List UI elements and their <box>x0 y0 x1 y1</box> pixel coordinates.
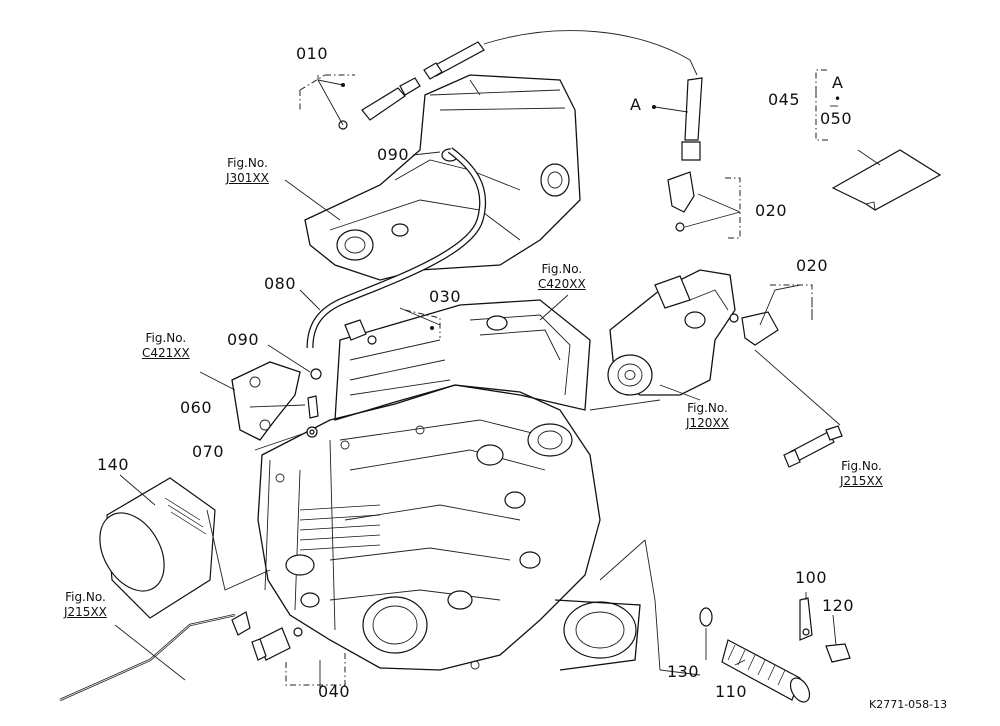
part-label-140: 140 <box>97 455 130 474</box>
mid-case-icon <box>334 299 591 421</box>
part-label-100: 100 <box>795 568 828 587</box>
fig-ref-label: Fig.No. <box>227 156 268 170</box>
part-label-090-top: 090 <box>377 145 410 164</box>
part-label-020-right: 020 <box>796 256 829 275</box>
fig-ref-label: Fig.No. <box>687 401 728 415</box>
part-label-110: 110 <box>715 682 748 701</box>
fig-ref-label: Fig.No. <box>145 331 187 345</box>
fig-ref-label: Fig.No. <box>541 262 583 276</box>
plate-100-icon <box>799 597 813 641</box>
plug-060-icon <box>307 395 319 419</box>
left-pipe-icon <box>59 611 251 702</box>
side-elbow-icon <box>729 311 779 346</box>
fig-ref-code: J301XX <box>226 171 269 185</box>
bolt-120-icon <box>825 643 851 663</box>
drawing-number: K2771-058-13 <box>869 698 948 711</box>
pipe-010-icon <box>338 30 703 161</box>
part-label-040: 040 <box>318 682 351 701</box>
transmission-case-icon <box>257 384 641 671</box>
part-label-050: 050 <box>820 109 853 128</box>
fig-ref-c421[interactable]: Fig.No. C421XX <box>142 331 190 361</box>
bracket-icon <box>231 361 301 441</box>
fig-ref-c420[interactable]: Fig.No. C420XX <box>538 262 586 292</box>
part-label-120: 120 <box>822 596 855 615</box>
hydraulic-pump-icon <box>607 269 736 396</box>
fig-ref-code: J215XX <box>840 474 883 488</box>
elbow-fitting-icon <box>667 171 695 232</box>
leader-lines <box>114 75 881 690</box>
oring-130-icon <box>699 607 713 627</box>
part-label-045: 045 <box>768 90 801 109</box>
fig-ref-j215-left[interactable]: Fig.No. J215XX <box>64 590 107 620</box>
right-pipe-icon <box>783 425 843 468</box>
fig-ref-code: J215XX <box>64 605 107 619</box>
fig-ref-j120[interactable]: Fig.No. J120XX <box>686 401 729 431</box>
fig-ref-j215-right[interactable]: Fig.No. J215XX <box>840 459 883 489</box>
part-label-060: 060 <box>180 398 213 417</box>
label-sheet-icon <box>831 149 942 211</box>
part-label-080: 080 <box>264 274 297 293</box>
fig-ref-code: C421XX <box>142 346 190 360</box>
fig-ref-code: C420XX <box>538 277 586 291</box>
top-case-icon <box>304 74 581 281</box>
fig-ref-j301[interactable]: Fig.No. J301XX <box>226 156 269 186</box>
part-label-130: 130 <box>667 662 700 681</box>
part-label-a-right: A <box>832 73 844 92</box>
part-label-020-upper: 020 <box>755 201 788 220</box>
fitting-040-icon <box>251 627 303 661</box>
plug-030-icon <box>344 319 377 345</box>
fig-ref-label: Fig.No. <box>841 459 882 473</box>
fig-ref-code: J120XX <box>686 416 729 430</box>
fig-ref-label: Fig.No. <box>65 590 106 604</box>
part-label-a-left: A <box>630 95 642 114</box>
part-label-070: 070 <box>192 442 225 461</box>
dot-marker: • <box>834 92 842 106</box>
part-label-010: 010 <box>296 44 329 63</box>
clip-090-icon <box>310 368 322 380</box>
oil-filter-icon <box>99 477 216 619</box>
strainer-icon <box>721 639 811 703</box>
part-label-030: 030 <box>429 287 462 306</box>
part-label-090-left: 090 <box>227 330 260 349</box>
